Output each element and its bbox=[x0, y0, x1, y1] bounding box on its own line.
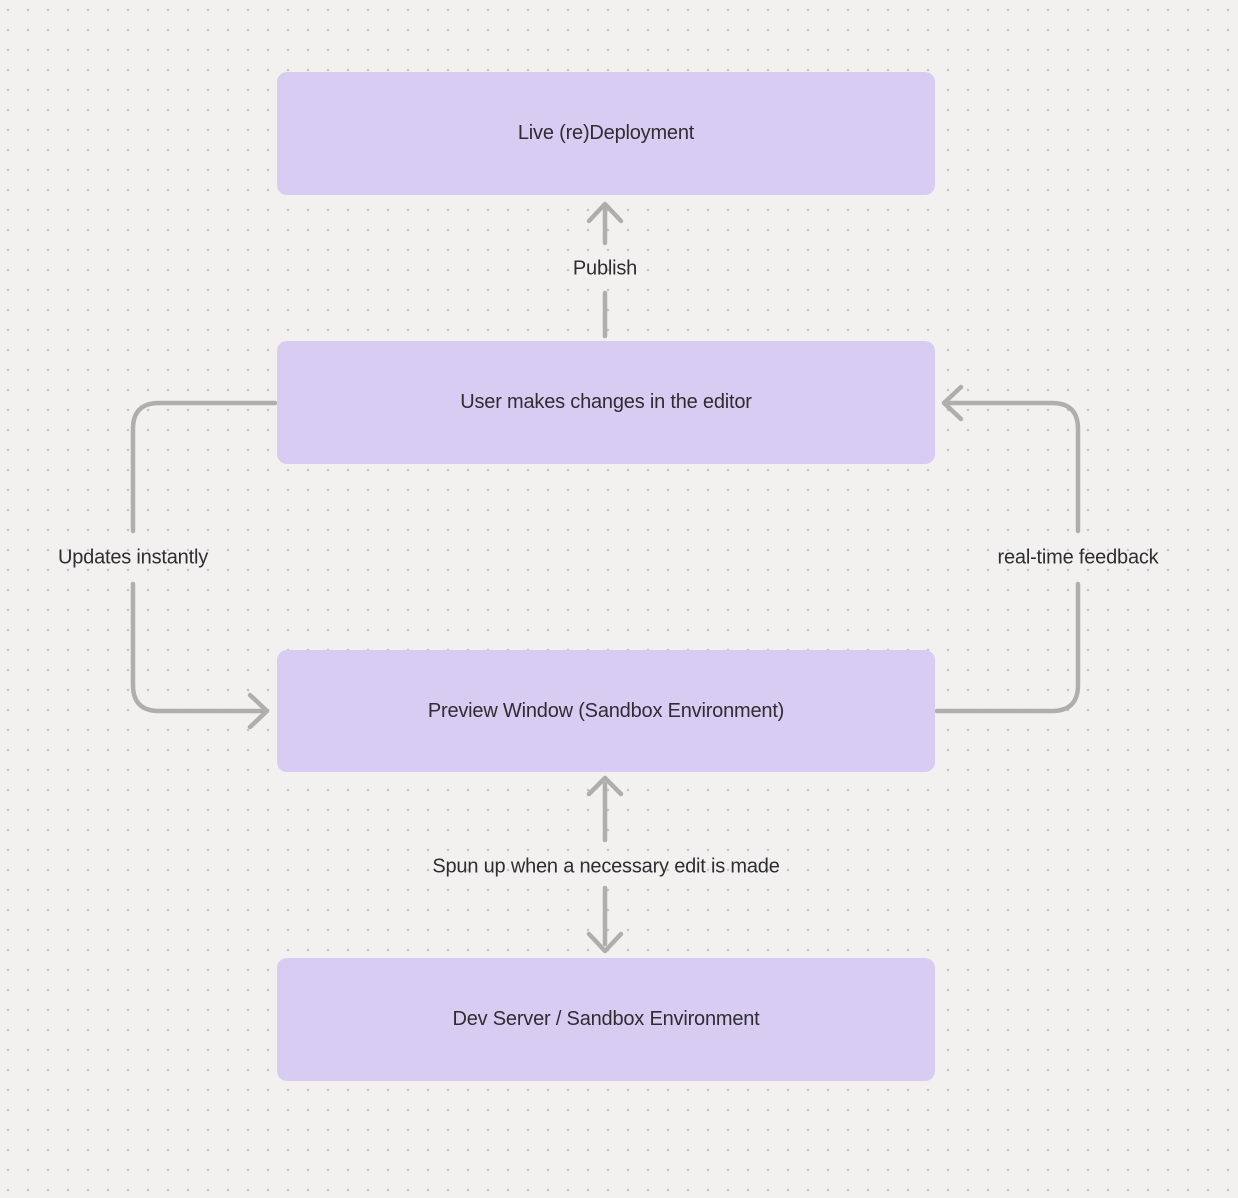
node-label: User makes changes in the editor bbox=[460, 391, 752, 413]
edge-label-updates-instantly: Updates instantly bbox=[57, 546, 209, 569]
arrow-real-time-feedback bbox=[934, 384, 1081, 714]
node-live-deployment: Live (re)Deployment bbox=[277, 72, 935, 195]
arrow-up-icon bbox=[586, 775, 624, 797]
edge-label-publish: Publish bbox=[572, 257, 638, 280]
arrow-up-icon bbox=[586, 201, 624, 224]
node-editor: User makes changes in the editor bbox=[277, 341, 935, 464]
arrow-updates-instantly bbox=[130, 400, 278, 730]
arrow-right-icon bbox=[247, 692, 270, 730]
node-dev-server: Dev Server / Sandbox Environment bbox=[277, 958, 935, 1081]
node-preview-window: Preview Window (Sandbox Environment) bbox=[277, 650, 935, 772]
node-label: Preview Window (Sandbox Environment) bbox=[427, 699, 785, 722]
edge-label-spun-up: Spun up when a necessary edit is made bbox=[432, 855, 780, 878]
arrow-publish bbox=[586, 201, 624, 339]
arrow-down-icon bbox=[586, 931, 624, 954]
arrow-spun-up bbox=[586, 775, 624, 954]
node-label: Dev Server / Sandbox Environment bbox=[452, 1008, 760, 1030]
arrow-left-icon bbox=[941, 384, 964, 422]
edge-label-real-time-feedback: real-time feedback bbox=[997, 546, 1159, 569]
node-label: Live (re)Deployment bbox=[517, 122, 695, 144]
